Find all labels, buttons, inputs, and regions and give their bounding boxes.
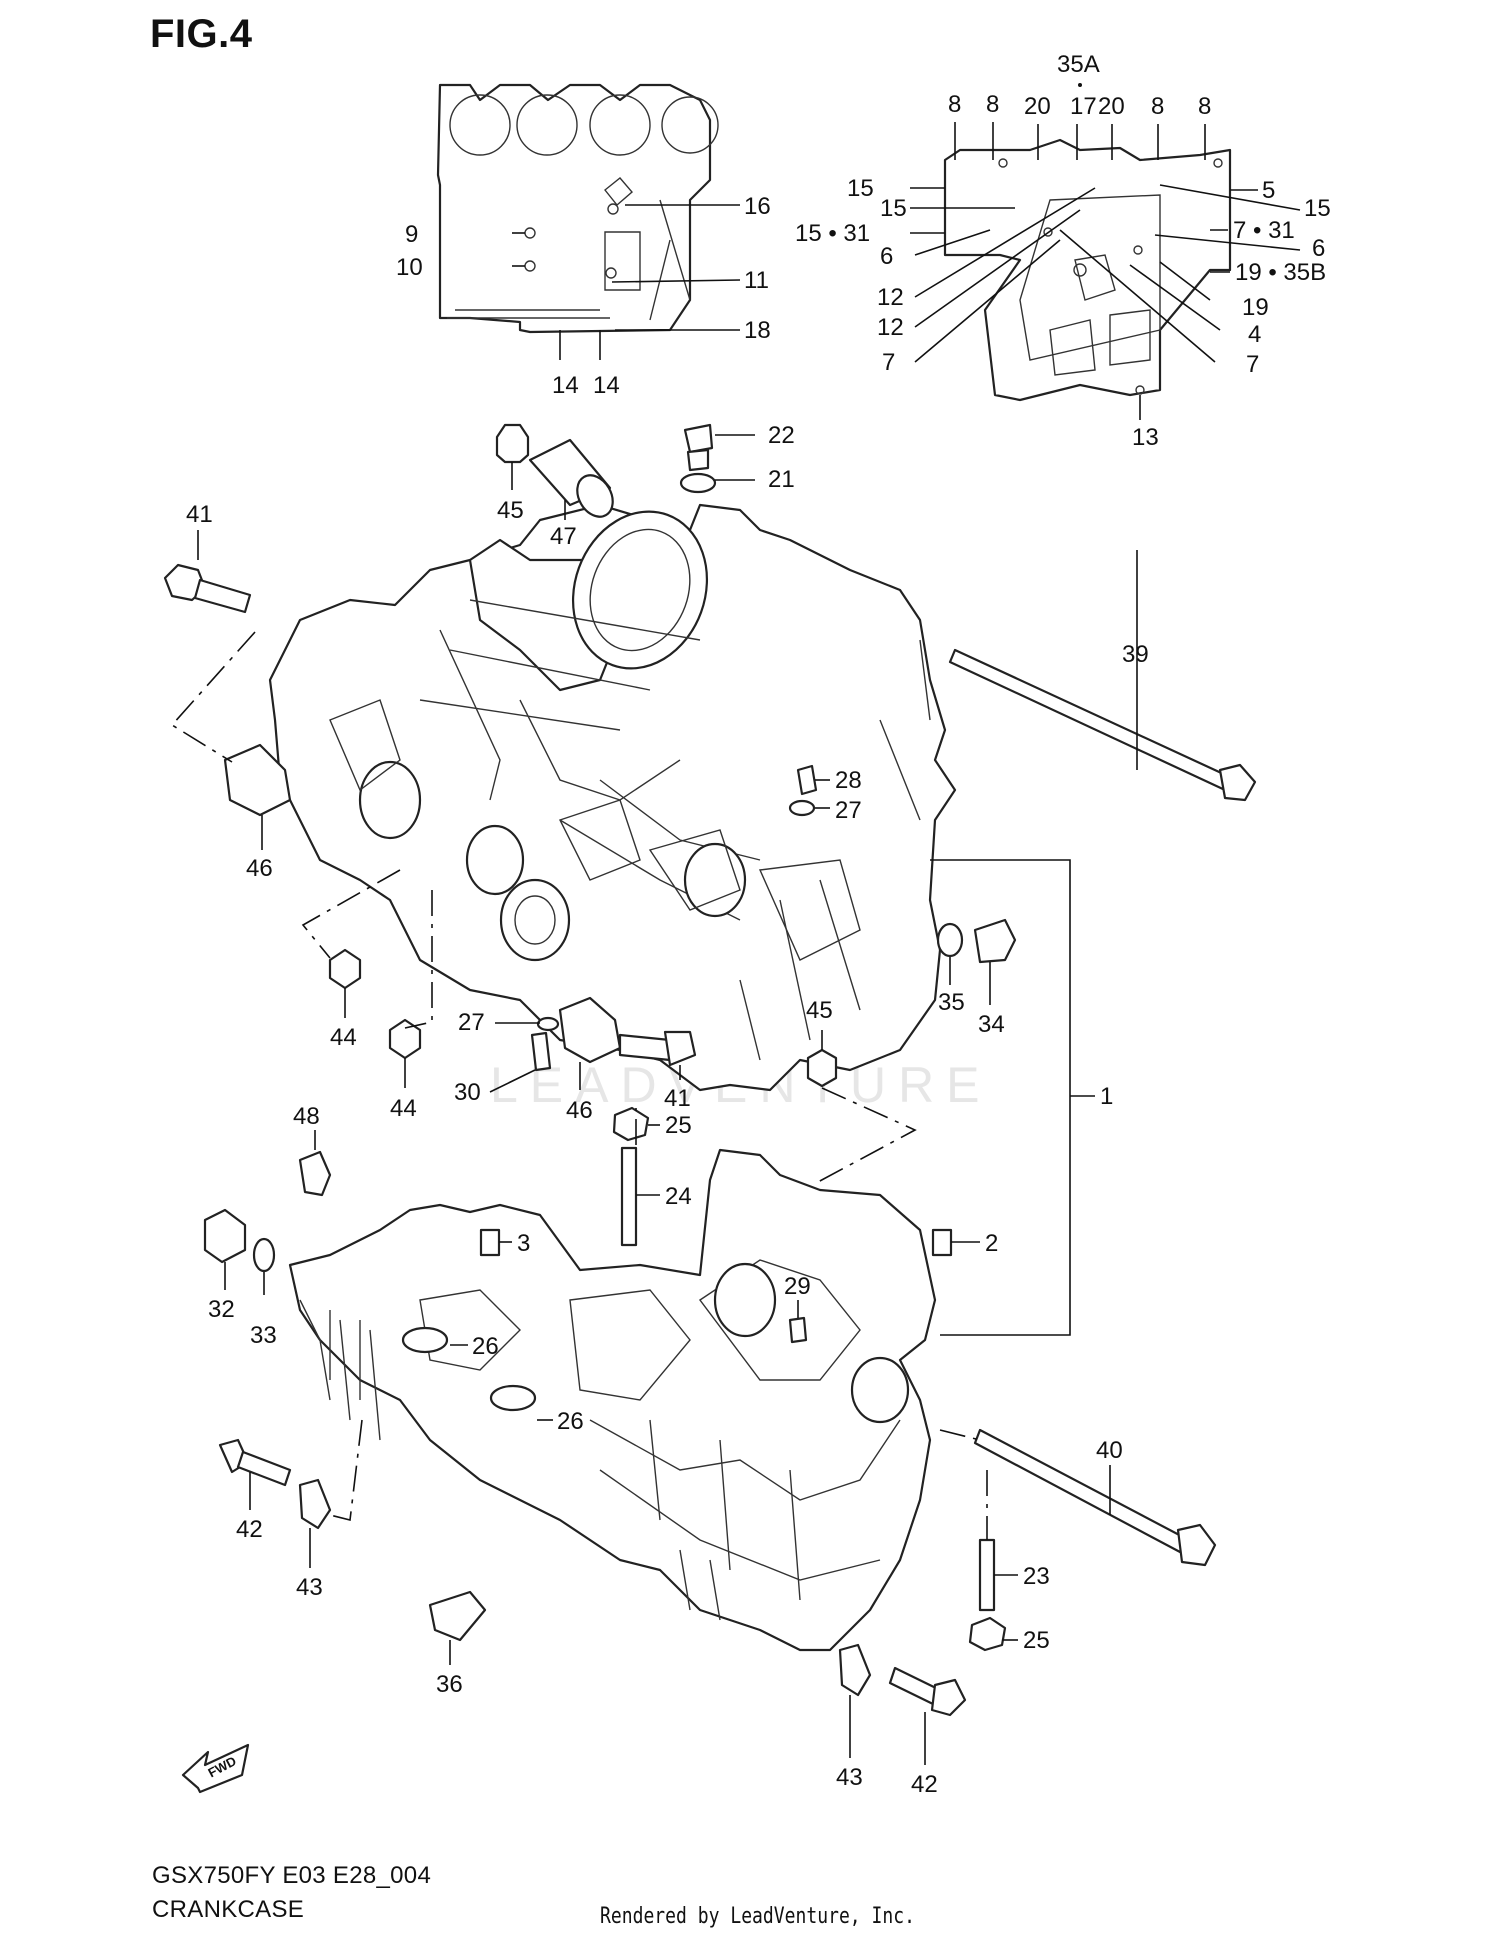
callout: 22 bbox=[768, 422, 795, 449]
callout: 3 bbox=[517, 1230, 530, 1257]
callout: 25 bbox=[1023, 1627, 1050, 1654]
callout: 13 bbox=[1132, 424, 1159, 451]
callout: 1 bbox=[1100, 1083, 1113, 1110]
callout: 15 bbox=[880, 195, 907, 222]
callout: 35A bbox=[1057, 51, 1100, 78]
small-parts bbox=[163, 423, 1257, 1717]
callout: 15 bbox=[1304, 195, 1331, 222]
leader-lines bbox=[197, 122, 1301, 1765]
callout: 23 bbox=[1023, 1563, 1050, 1590]
callout: 7 • 31 bbox=[1233, 217, 1295, 244]
callout: 44 bbox=[390, 1095, 417, 1122]
callout: 35 bbox=[938, 989, 965, 1016]
callout: 20 bbox=[1024, 93, 1051, 120]
callout: 29 bbox=[784, 1273, 811, 1300]
callout-labels: 35A 8 8 20 17 20 8 8 15 15 15 • 31 6 12 … bbox=[186, 51, 1331, 1798]
callout: 10 bbox=[396, 254, 423, 281]
callout: 41 bbox=[186, 501, 213, 528]
figure-title: FIG.4 bbox=[150, 12, 253, 56]
callout: 11 bbox=[744, 267, 769, 294]
render-credit: Rendered by LeadVenture, Inc. bbox=[600, 1904, 915, 1929]
section-name: CRANKCASE bbox=[152, 1896, 305, 1923]
callout: 43 bbox=[296, 1574, 323, 1601]
callout: 25 bbox=[665, 1112, 692, 1139]
callout: 42 bbox=[911, 1771, 938, 1798]
callout: 17 bbox=[1070, 93, 1097, 120]
callout: 47 bbox=[550, 523, 577, 550]
callout: 39 bbox=[1122, 641, 1149, 668]
callout: 19 bbox=[1242, 294, 1269, 321]
inset-upper-case bbox=[436, 83, 719, 334]
callout: 4 bbox=[1248, 321, 1261, 348]
model-code: GSX750FY E03 E28_004 bbox=[152, 1862, 432, 1889]
upper-crankcase bbox=[268, 503, 957, 1092]
callout: 9 bbox=[405, 221, 418, 248]
assembly-lines bbox=[170, 631, 988, 1540]
callout: 40 bbox=[1096, 1437, 1123, 1464]
callout: 43 bbox=[836, 1764, 863, 1791]
callout: 41 bbox=[664, 1085, 691, 1112]
callout: 15 bbox=[847, 175, 874, 202]
callout: 24 bbox=[665, 1183, 692, 1210]
callout: 33 bbox=[250, 1322, 277, 1349]
callout: 5 bbox=[1262, 177, 1275, 204]
callout: 6 bbox=[880, 243, 893, 270]
callout: 42 bbox=[236, 1516, 263, 1543]
callout: 14 bbox=[552, 372, 579, 399]
callout: 19 • 35B bbox=[1235, 259, 1326, 286]
callout: 12 bbox=[877, 284, 904, 311]
callout: 26 bbox=[557, 1408, 584, 1435]
callout: 18 bbox=[744, 317, 771, 344]
fwd-arrow-icon: FWD bbox=[181, 1743, 250, 1794]
callout: 15 • 31 bbox=[795, 220, 870, 247]
callout: 34 bbox=[978, 1011, 1005, 1038]
callout: 46 bbox=[566, 1097, 593, 1124]
callout: 28 bbox=[835, 767, 862, 794]
callout: 12 bbox=[877, 314, 904, 341]
callout: 7 bbox=[882, 349, 895, 376]
callout: 2 bbox=[985, 1230, 998, 1257]
callout: 48 bbox=[293, 1103, 320, 1130]
callout: 21 bbox=[768, 466, 795, 493]
inset-lower-case bbox=[943, 138, 1232, 402]
lower-crankcase bbox=[288, 1148, 937, 1652]
callout: 44 bbox=[330, 1024, 357, 1051]
callout: 14 bbox=[593, 372, 620, 399]
callout: 8 bbox=[948, 91, 961, 118]
callout: 16 bbox=[744, 193, 771, 220]
callout: 27 bbox=[835, 797, 862, 824]
callout: 8 bbox=[986, 91, 999, 118]
callout: 26 bbox=[472, 1333, 499, 1360]
callout: 30 bbox=[454, 1079, 481, 1106]
callout: 27 bbox=[458, 1009, 485, 1036]
callout: 20 bbox=[1098, 93, 1125, 120]
callout: 8 bbox=[1151, 93, 1164, 120]
callout: 6 bbox=[1312, 235, 1325, 262]
callout: 32 bbox=[208, 1296, 235, 1323]
callout: 45 bbox=[497, 497, 524, 524]
callout: 8 bbox=[1198, 93, 1211, 120]
callout: 46 bbox=[246, 855, 273, 882]
callout: 36 bbox=[436, 1671, 463, 1698]
callout: 7 bbox=[1246, 351, 1259, 378]
callout: 45 bbox=[806, 997, 833, 1024]
